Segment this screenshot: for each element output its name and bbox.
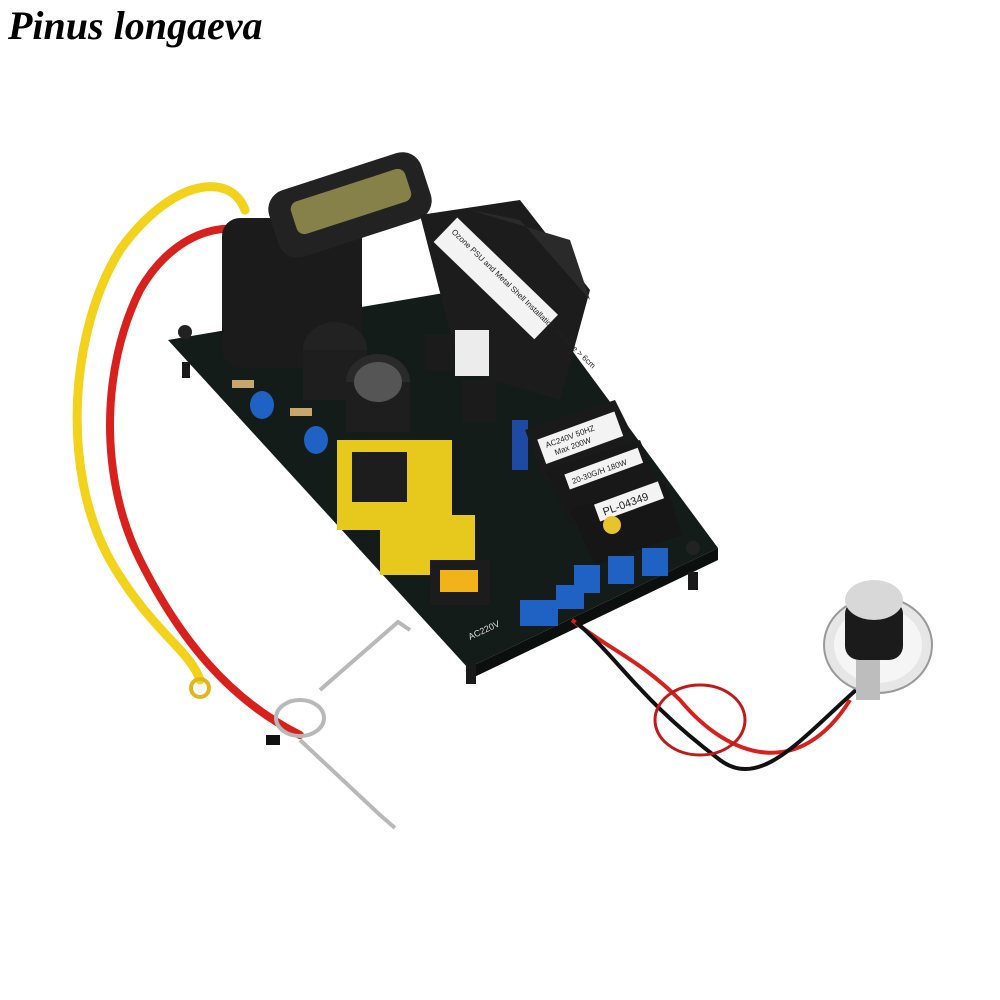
capacitors bbox=[303, 322, 410, 432]
potentiometer-knob bbox=[823, 580, 933, 700]
cable-loop bbox=[653, 683, 747, 757]
yellow-ring-terminal bbox=[189, 677, 211, 699]
yellow-wire bbox=[72, 182, 250, 685]
fuse-holder bbox=[430, 560, 490, 605]
electrode-rod bbox=[266, 619, 412, 830]
control-cable bbox=[570, 618, 858, 772]
red-wire bbox=[106, 224, 304, 739]
small-components bbox=[232, 380, 528, 470]
potted-modules: AC240V 50HZ Max 200W 20-30G/H 180W PL-04… bbox=[525, 400, 682, 565]
power-transistors bbox=[425, 330, 496, 422]
brand-title: Pinus longaeva bbox=[8, 3, 263, 48]
blue-terminals bbox=[520, 516, 668, 626]
